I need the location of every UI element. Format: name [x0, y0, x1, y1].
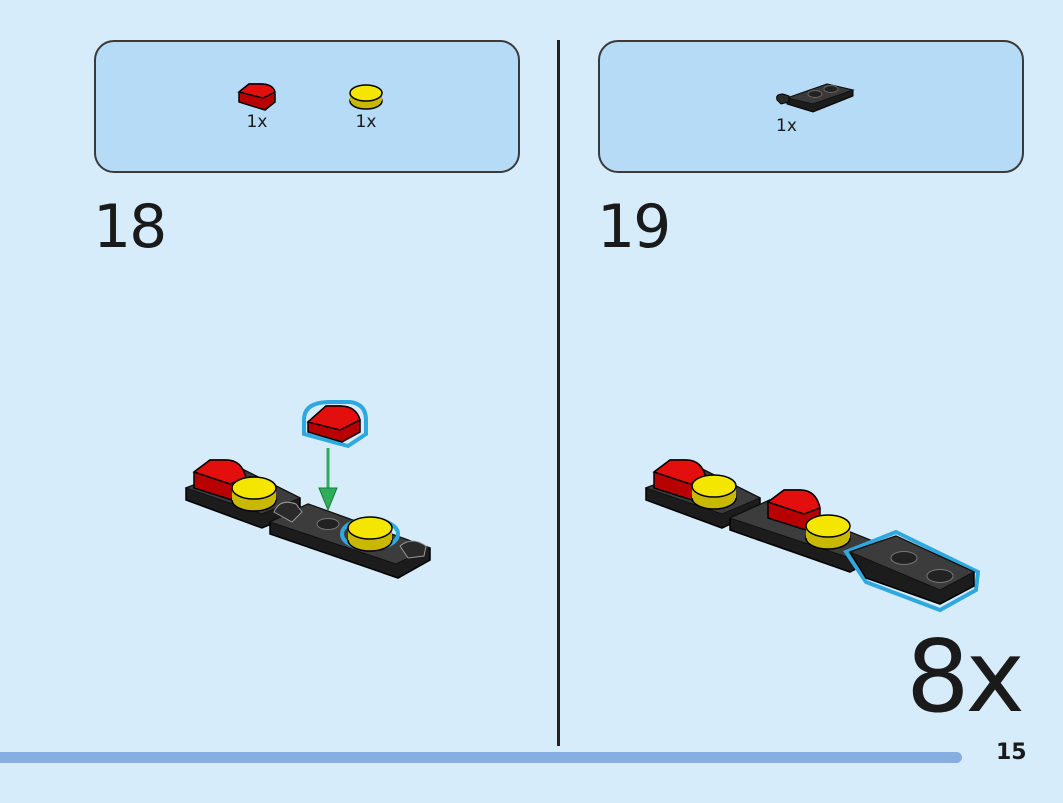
step-number-19: 19	[597, 192, 671, 262]
progress-bar	[0, 752, 962, 763]
part-qty: 1x	[355, 112, 377, 132]
arrow-head-icon	[318, 487, 338, 512]
red-curved-tile-icon	[237, 83, 276, 111]
step-19-assembly-illustration	[644, 459, 981, 613]
part-qty: 1x	[246, 112, 268, 132]
step-divider	[557, 40, 560, 746]
step-18-assembly-illustration	[184, 400, 432, 579]
yellow-round-tile-icon	[349, 84, 383, 110]
step-number-18: 18	[93, 192, 167, 262]
black-plate-clip-icon	[776, 83, 855, 113]
part-black-plate-clip: 1x	[770, 72, 860, 136]
part-yellow-round-tile: 1x	[344, 82, 388, 132]
part-qty: 1x	[776, 116, 797, 136]
page-number: 15	[996, 740, 1027, 765]
part-red-curved-tile: 1x	[232, 78, 282, 132]
build-multiplier: 8x	[906, 618, 1025, 735]
parts-box-step-19: 1x	[598, 40, 1024, 173]
parts-box-step-18: 1x 1x	[94, 40, 520, 173]
